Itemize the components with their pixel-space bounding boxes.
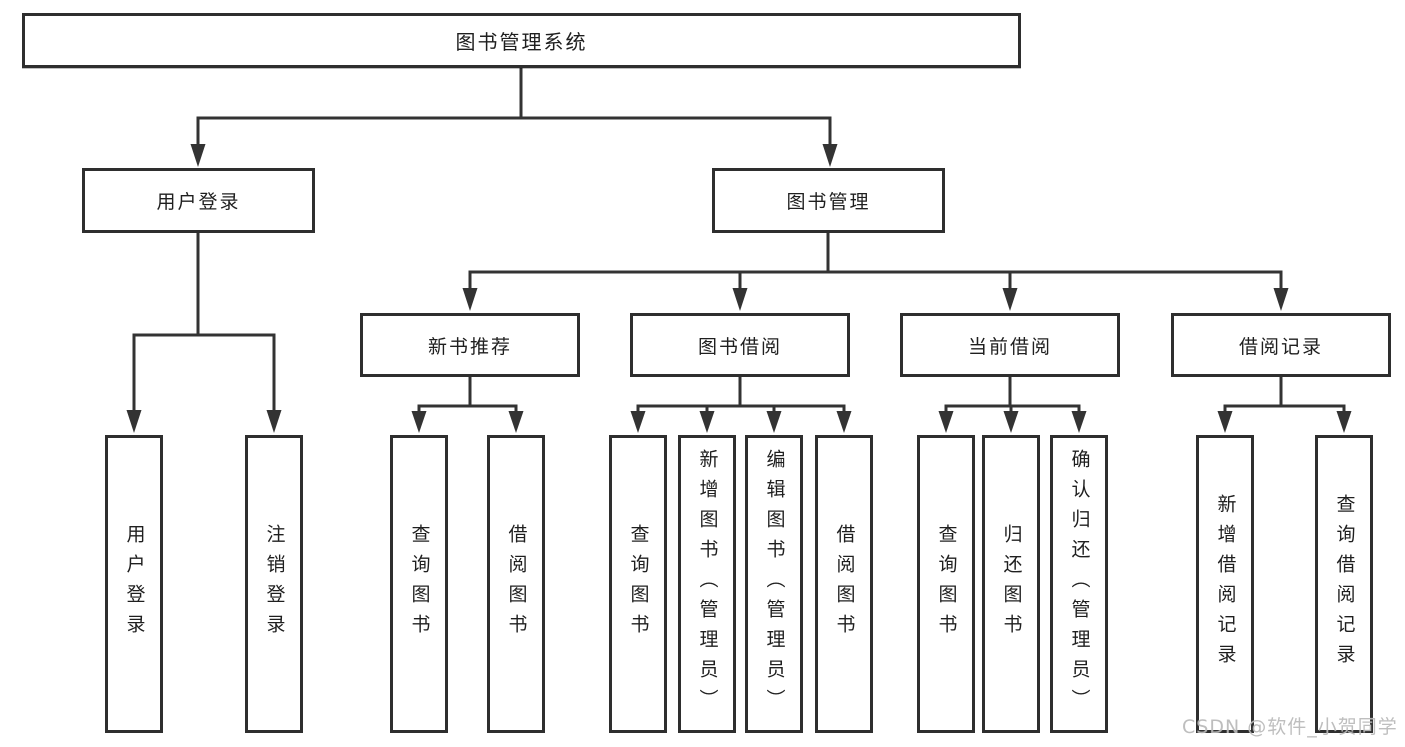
arrowhead — [508, 411, 524, 433]
arrowhead — [1217, 411, 1233, 433]
arrowhead — [1003, 411, 1019, 433]
node-current-borrow: 当前借阅 — [900, 313, 1120, 377]
leaf-user-login: 用户登录 — [105, 435, 163, 733]
node-label: 查询借阅记录 — [1333, 494, 1356, 674]
node-book-management: 图书管理 — [712, 168, 945, 233]
arrowhead — [1002, 288, 1018, 311]
node-label: 编辑图书（管理员） — [763, 449, 786, 719]
node-label: 新增借阅记录 — [1214, 494, 1237, 674]
node-borrow-records: 借阅记录 — [1171, 313, 1391, 377]
node-label: 查询图书 — [408, 524, 431, 644]
node-label: 借阅图书 — [505, 524, 528, 644]
node-label: 注销登录 — [263, 524, 286, 644]
connector-new-book-recommend-to-leaves — [411, 377, 524, 433]
leaf-query-borrow-record: 查询借阅记录 — [1315, 435, 1373, 733]
arrowhead — [630, 411, 646, 433]
leaf-add-borrow-record: 新增借阅记录 — [1196, 435, 1254, 733]
node-label: 借阅图书 — [833, 524, 856, 644]
arrowhead — [822, 144, 838, 167]
csdn-watermark: CSDN @软件_小贺同学 — [1182, 716, 1398, 738]
node-label: 借阅记录 — [1238, 335, 1323, 358]
arrowhead — [266, 410, 282, 433]
connector-book-borrow-to-leaves — [630, 377, 852, 433]
arrowhead — [1273, 288, 1289, 311]
leaf-query-books-current: 查询图书 — [917, 435, 975, 733]
arrowhead — [1071, 411, 1087, 433]
connector-borrow-records-to-leaves — [1217, 377, 1352, 433]
arrowhead — [699, 411, 715, 433]
node-label: 图书管理系统 — [455, 30, 588, 54]
leaf-query-books-borrow: 查询图书 — [609, 435, 667, 733]
connector-current-borrow-to-leaves — [938, 377, 1087, 433]
connector-user-login-to-leaves — [126, 233, 282, 433]
leaf-borrow-books: 借阅图书 — [815, 435, 873, 733]
node-label: 归还图书 — [1000, 524, 1023, 644]
arrowhead — [732, 288, 748, 311]
leaf-confirm-return-admin: 确认归还（管理员） — [1050, 435, 1108, 733]
leaf-borrow-books-recommend: 借阅图书 — [487, 435, 545, 733]
connector-book-management-to-level3 — [462, 233, 1289, 311]
node-label: 查询图书 — [627, 524, 650, 644]
node-root-library-system: 图书管理系统 — [22, 13, 1021, 68]
node-user-login: 用户登录 — [82, 168, 315, 233]
node-label: 用户登录 — [123, 524, 146, 644]
leaf-logout: 注销登录 — [245, 435, 303, 733]
arrowhead — [1336, 411, 1352, 433]
arrowhead — [190, 144, 206, 167]
connector-root-to-level2 — [190, 68, 838, 167]
leaf-edit-books-admin: 编辑图书（管理员） — [745, 435, 803, 733]
arrowhead — [462, 288, 478, 311]
node-label: 当前借阅 — [967, 335, 1052, 358]
node-label: 查询图书 — [935, 524, 958, 644]
node-label: 确认归还（管理员） — [1068, 449, 1091, 719]
node-label: 新书推荐 — [427, 335, 512, 358]
arrowhead — [836, 411, 852, 433]
node-new-book-recommend: 新书推荐 — [360, 313, 580, 377]
arrowhead — [766, 411, 782, 433]
node-label: 图书管理 — [786, 191, 871, 213]
node-label: 新增图书（管理员） — [696, 449, 719, 719]
leaf-return-books: 归还图书 — [982, 435, 1040, 733]
arrowhead — [411, 411, 427, 433]
node-label: 图书借阅 — [697, 335, 782, 358]
leaf-query-books-recommend: 查询图书 — [390, 435, 448, 733]
node-label: 用户登录 — [156, 191, 241, 213]
node-book-borrow: 图书借阅 — [630, 313, 850, 377]
arrowhead — [938, 411, 954, 433]
leaf-add-books-admin: 新增图书（管理员） — [678, 435, 736, 733]
arrowhead — [126, 410, 142, 433]
